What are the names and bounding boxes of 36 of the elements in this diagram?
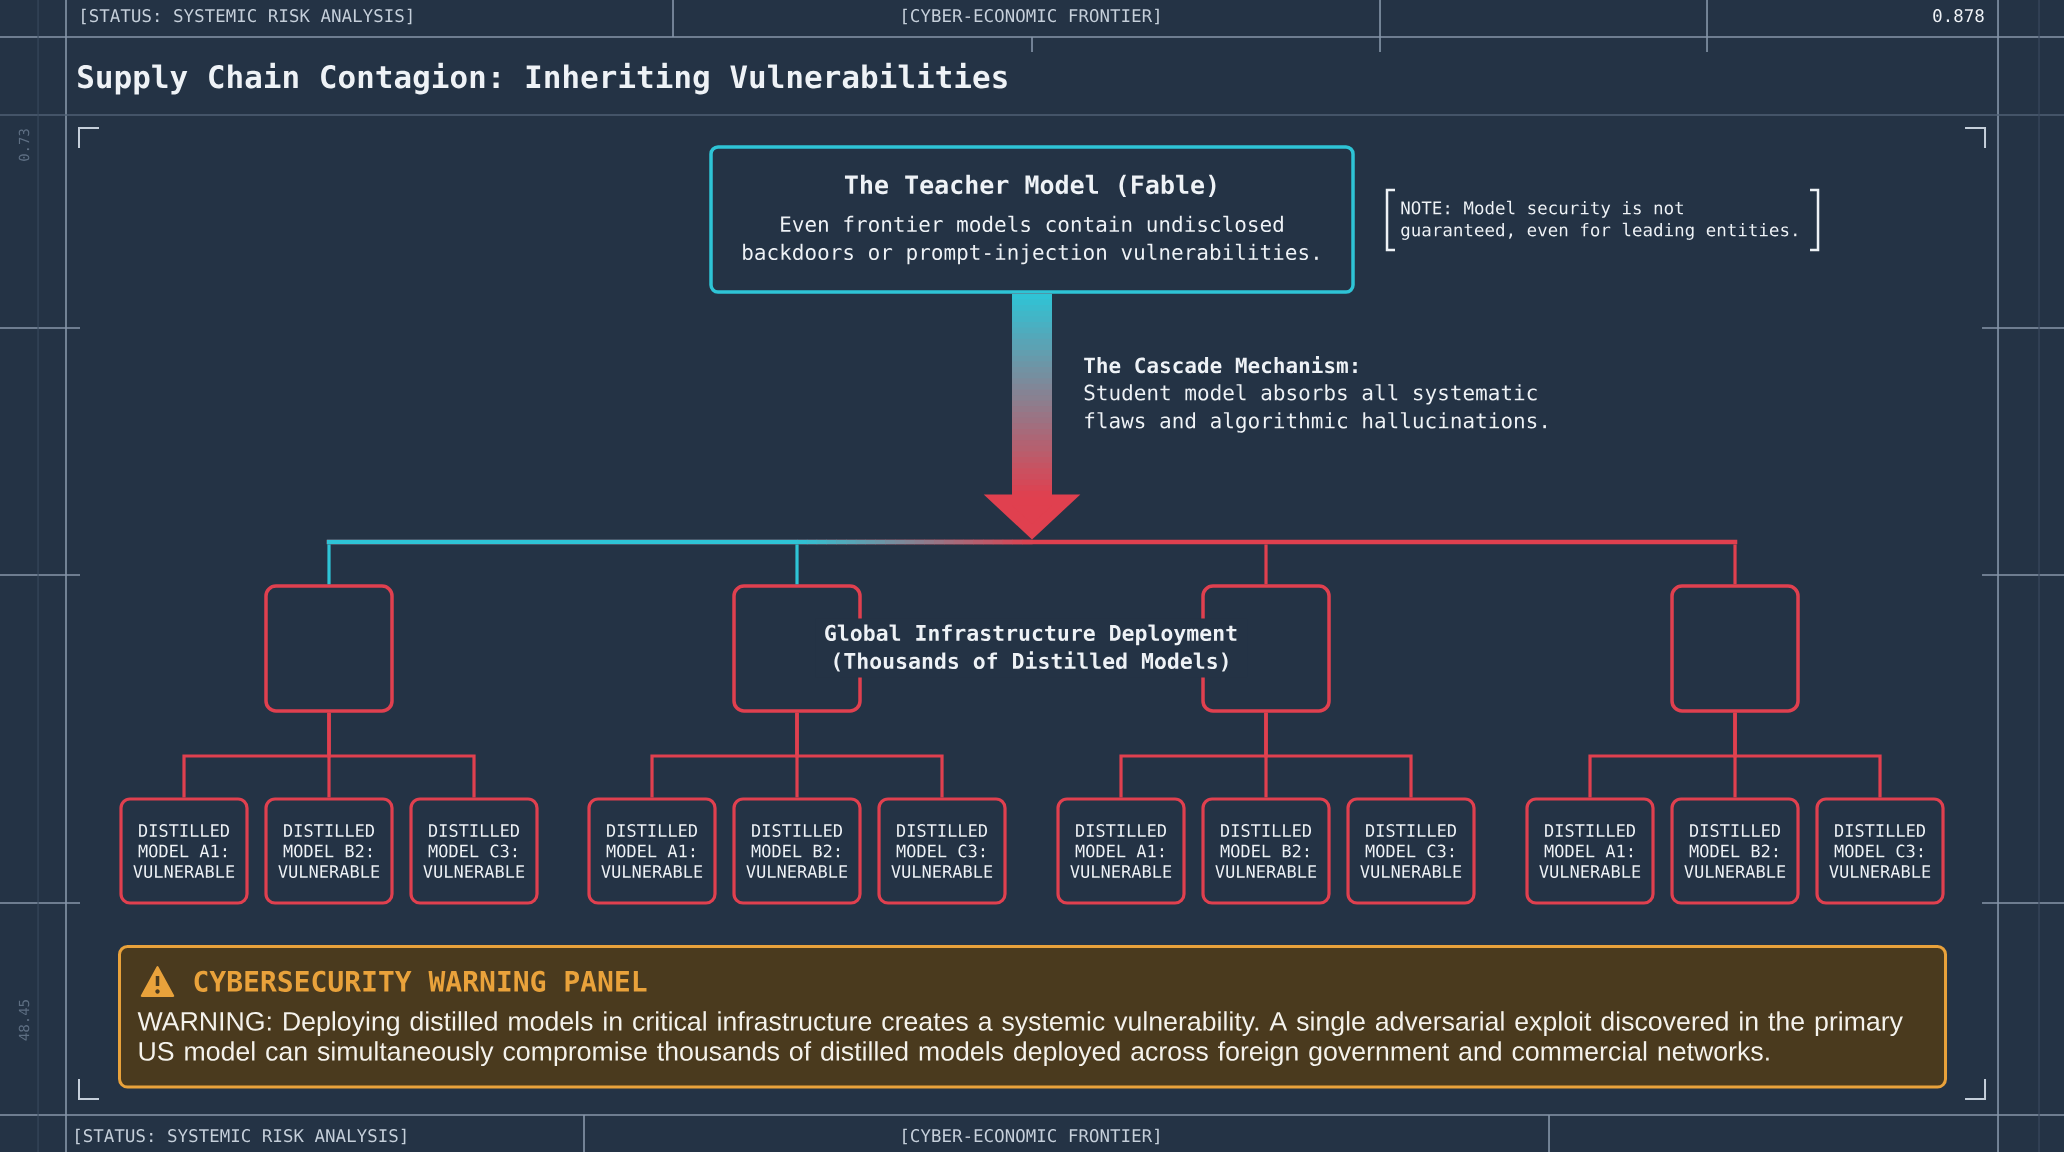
- connector-line: [327, 544, 331, 585]
- model-box: DISTILLED MODEL A1: VULNERABLE: [587, 797, 717, 905]
- header-text: [CYBER-ECONOMIC FRONTIER]: [903, 8, 1159, 25]
- model-box: DISTILLED MODEL C3: VULNERABLE: [1815, 797, 1945, 905]
- model-box: DISTILLED MODEL B2: VULNERABLE: [1670, 797, 1800, 905]
- model-box: DISTILLED MODEL C3: VULNERABLE: [1346, 797, 1476, 905]
- model-box: DISTILLED MODEL A1: VULNERABLE: [1056, 797, 1186, 905]
- model-box: DISTILLED MODEL A1: VULNERABLE: [1525, 797, 1655, 905]
- connector-line: [1733, 712, 1882, 798]
- title: Supply Chain Contagion: Inheriting Vulnerabilities: [78, 62, 1007, 95]
- readout-number: 0.878: [1933, 9, 1984, 23]
- warning-panel: CYBERSECURITY WARNING PANEL WARNING: Deploying distilled models in critical infrastructure creates a systemic vulnerability. A single adversarial exploit discovered in the primary US model can simultaneously compromise thousands of distilled models deployed across foreign government and commercial networks.: [118, 945, 1947, 1089]
- model-box: DISTILLED MODEL C3: VULNERABLE: [409, 797, 539, 905]
- model-box: DISTILLED MODEL B2: VULNERABLE: [732, 797, 862, 905]
- deployment-box: [264, 584, 394, 713]
- note-text: NOTE: Model security is not guaranteed, even for leading entities.: [1401, 200, 1797, 240]
- footer-text: [CYBER-ECONOMIC FRONTIER]: [903, 1128, 1159, 1145]
- connector-line: [1733, 544, 1737, 585]
- connector-line: [795, 544, 799, 585]
- connector-line: [1264, 712, 1413, 798]
- connector-line: [1264, 544, 1268, 585]
- deployment-label: Global Infrastructure Deployment (Thousands of Distilled Models): [815, 618, 1247, 678]
- footer-text: [STATUS: SYSTEMIC RISK ANALYSIS]: [76, 1128, 406, 1145]
- model-box: DISTILLED MODEL C3: VULNERABLE: [877, 797, 1007, 905]
- mechanism-text: Student model absorbs all systematic flaws and algorithmic hallucinations.: [1084, 384, 1546, 433]
- model-box: DISTILLED MODEL B2: VULNERABLE: [264, 797, 394, 905]
- model-box: DISTILLED MODEL A1: VULNERABLE: [119, 797, 249, 905]
- mechanism-heading: The Cascade Mechanism:: [1084, 355, 1357, 374]
- teacher-box: The Teacher Model (Fable) Even frontier models contain undisclosed backdoors or prompt-injection vulnerabilities.: [709, 145, 1355, 294]
- connector-line: [795, 712, 944, 798]
- model-box: DISTILLED MODEL B2: VULNERABLE: [1201, 797, 1331, 905]
- deployment-box: [1670, 584, 1800, 713]
- side-number: 0.73: [18, 129, 30, 161]
- side-number: 48.45: [18, 1000, 30, 1041]
- header-text: [STATUS: SYSTEMIC RISK ANALYSIS]: [82, 8, 412, 25]
- connector-line: [327, 712, 476, 798]
